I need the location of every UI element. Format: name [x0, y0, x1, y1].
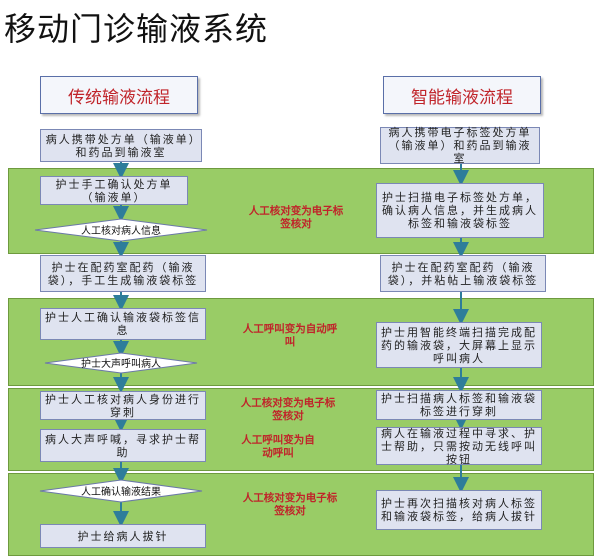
- left-column-header: 传统输液流程: [40, 76, 198, 114]
- change-note-4: 人工呼叫变为自动呼叫: [241, 434, 315, 459]
- left-step-6: 病人大声呼喊，寻求护士帮助: [40, 429, 206, 462]
- left-step-5: 护士人工核对病人身份进行穿刺: [40, 391, 206, 420]
- right-step-6: 病人在输液过程中寻求、护士帮助，只需按动无线呼叫按钮: [376, 427, 542, 466]
- decision-diamond: [39, 479, 203, 503]
- right-step-7: 护士再次扫描核对病人标签和输液袋标签，给病人拔针: [376, 490, 542, 530]
- left-step-1: 病人携带处方单（输液单）和药品到输液室: [40, 129, 202, 162]
- change-note-1: 人工核对变为电子标签核对: [248, 205, 344, 230]
- change-note-2: 人工呼叫变为自动呼叫: [242, 323, 338, 348]
- title: 移动门诊输液系统: [4, 10, 269, 48]
- change-note-3: 人工核对变为电子标签核对: [240, 397, 336, 422]
- right-step-4: 护士用智能终端扫描完成配药的输液袋，大屏幕上显示呼叫病人: [376, 322, 542, 368]
- right-column-header: 智能输液流程: [383, 76, 541, 114]
- decision-label: 护士大声呼叫病人: [81, 357, 161, 370]
- decision-diamond: [44, 352, 198, 374]
- left-step-7: 护士给病人拔针: [40, 524, 206, 548]
- left-step-2: 护士手工确认处方单（输液单）: [40, 176, 188, 205]
- left-step-3: 护士在配药室配药（输液袋），手工生成输液袋标签: [40, 255, 206, 292]
- decision-diamond: [34, 218, 208, 242]
- right-step-1: 病人携带电子标签处方单（输液单）和药品到输液室: [380, 126, 540, 165]
- decision-label: 人工确认输液结果: [81, 485, 161, 498]
- decision-label: 人工核对病人信息: [81, 224, 161, 237]
- change-note-5: 人工核对变为电子标签核对: [242, 492, 338, 517]
- right-step-3: 护士在配药室配药（输液袋），并粘帖上输液袋标签: [380, 255, 546, 292]
- left-step-4: 护士人工确认输液袋标签信息: [40, 308, 206, 340]
- right-step-5: 护士扫描病人标签和输液袋标签进行穿刺: [376, 390, 542, 420]
- right-step-2: 护士扫描电子标签处方单，确认病人信息，并生成病人标签和输液袋标签: [376, 183, 544, 238]
